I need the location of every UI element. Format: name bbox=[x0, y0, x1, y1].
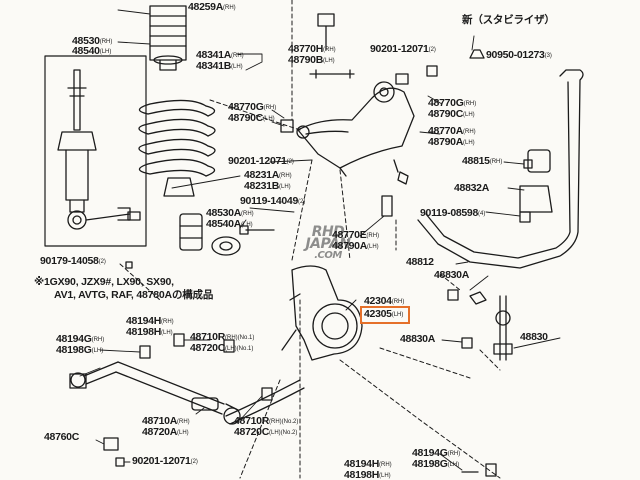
part-48770a: 48770A(RH) bbox=[428, 125, 476, 137]
part-48341a: 48341A(RH) bbox=[196, 49, 244, 61]
part-90201-mid: 90201-12071(2) bbox=[228, 155, 294, 167]
stabilizer-link bbox=[493, 295, 513, 361]
part-48830: 48830 bbox=[520, 331, 548, 343]
part-48710r-no2: 48710R(RH)(No.2) bbox=[234, 415, 299, 427]
part-48832a: 48832A bbox=[454, 182, 489, 194]
highlight-42305 bbox=[360, 306, 410, 324]
part-48770e: 48770E(RH) bbox=[332, 229, 380, 241]
part-48720a: 48720A(LH) bbox=[142, 426, 189, 438]
part-90950: 90950-01273(3) bbox=[486, 49, 552, 61]
part-90201-bottom: 90201-12071(2) bbox=[132, 455, 198, 467]
part-48194h: 48194H(RH) bbox=[126, 315, 174, 327]
part-48720c-no2: 48720C(LH)(No.2) bbox=[234, 426, 298, 438]
shock-absorber bbox=[57, 69, 131, 230]
part-48231b: 48231B(LH) bbox=[244, 180, 291, 192]
dashed-leaders bbox=[119, 0, 501, 479]
part-48812: 48812 bbox=[406, 256, 434, 268]
fasteners bbox=[69, 13, 533, 477]
shock-absorber-frame bbox=[44, 55, 147, 247]
part-48720c-no1: 48720C(LH)(No.1) bbox=[190, 342, 254, 354]
part-48770g-right: 48770G(RH) bbox=[428, 97, 477, 109]
bump-stop bbox=[149, 5, 187, 71]
lower-arm-no1 bbox=[70, 361, 239, 415]
part-48194h-bottom: 48194H(RH) bbox=[344, 458, 392, 470]
new-stabilizer-label: 新（スタビライザ） bbox=[462, 14, 555, 27]
part-48530: 48530(RH) bbox=[72, 35, 113, 47]
damper-body bbox=[163, 177, 241, 256]
part-48231a: 48231A(RH) bbox=[244, 169, 292, 181]
upper-control-arm bbox=[296, 81, 415, 177]
part-48198g: 48198G(LH) bbox=[56, 344, 104, 356]
steering-knuckle bbox=[281, 265, 363, 361]
part-48830a-bottom: 48830A bbox=[400, 333, 435, 345]
part-48790a: 48790A(LH) bbox=[428, 136, 475, 148]
upper-arm-bolt bbox=[309, 69, 355, 79]
part-48198h-bottom: 48198H(LH) bbox=[344, 469, 391, 480]
part-48790a-lower: 48790A(LH) bbox=[332, 240, 379, 252]
stabilizer-bar bbox=[417, 69, 584, 269]
part-48770h: 48770H(RH) bbox=[288, 43, 336, 55]
part-48198h: 48198H(LH) bbox=[126, 326, 173, 338]
part-48341b: 48341B(LH) bbox=[196, 60, 243, 72]
note-line-1: ※1GX90, JZX9#, LX90, SX90, bbox=[34, 276, 174, 288]
part-48830a-top: 48830A bbox=[434, 269, 469, 281]
part-90119-right: 90119-08598(4) bbox=[420, 207, 486, 219]
part-48530a: 48530A(RH) bbox=[206, 207, 254, 219]
part-90201-top: 90201-12071(2) bbox=[370, 43, 436, 55]
part-48710r-no1: 48710R(RH)(No.1) bbox=[190, 331, 255, 343]
part-48540: 48540(LH) bbox=[72, 45, 112, 57]
new-label-text: （スタビライザ） bbox=[472, 14, 555, 26]
leader-lines bbox=[79, 9, 561, 471]
applicability-note: ※1GX90, JZX9#, LX90, SX90, AV1, AVTG, RA… bbox=[34, 276, 213, 302]
watermark-line2: JAPAN bbox=[305, 236, 351, 252]
part-48815: 48815(RH) bbox=[462, 155, 503, 167]
part-48710a: 48710A(RH) bbox=[142, 415, 190, 427]
watermark-line1: RHD bbox=[311, 224, 345, 240]
new-kanji: 新 bbox=[462, 14, 473, 26]
part-48540a: 48540A(LH) bbox=[206, 218, 253, 230]
part-48194g-bottom: 48194G(RH) bbox=[412, 447, 461, 459]
watermark-line3: .COM bbox=[314, 250, 342, 261]
part-48198g-bottom: 48198G(LH) bbox=[412, 458, 460, 470]
note-line-2: AV1, AVTG, RAF, 48780Aの構成品 bbox=[54, 289, 214, 301]
part-42305: 42305(LH) bbox=[364, 308, 404, 320]
part-48770g-left: 48770G(RH) bbox=[228, 101, 277, 113]
part-48760c: 48760C bbox=[44, 431, 79, 443]
part-42304: 42304(RH) bbox=[364, 295, 405, 307]
part-90179: 90179-14058(2) bbox=[40, 255, 106, 267]
part-48259: 48259A(RH) bbox=[188, 1, 236, 13]
watermark: RHD JAPAN .COM bbox=[300, 224, 356, 262]
coil-spring bbox=[138, 99, 216, 177]
part-48790c-right: 48790C(LH) bbox=[428, 108, 475, 120]
part-48790b: 48790B(LH) bbox=[288, 54, 335, 66]
part-48790c-left: 48790C(LH) bbox=[228, 112, 275, 124]
part-90119-upper: 90119-14049(2) bbox=[240, 195, 306, 207]
part-48194g: 48194G(RH) bbox=[56, 333, 105, 345]
